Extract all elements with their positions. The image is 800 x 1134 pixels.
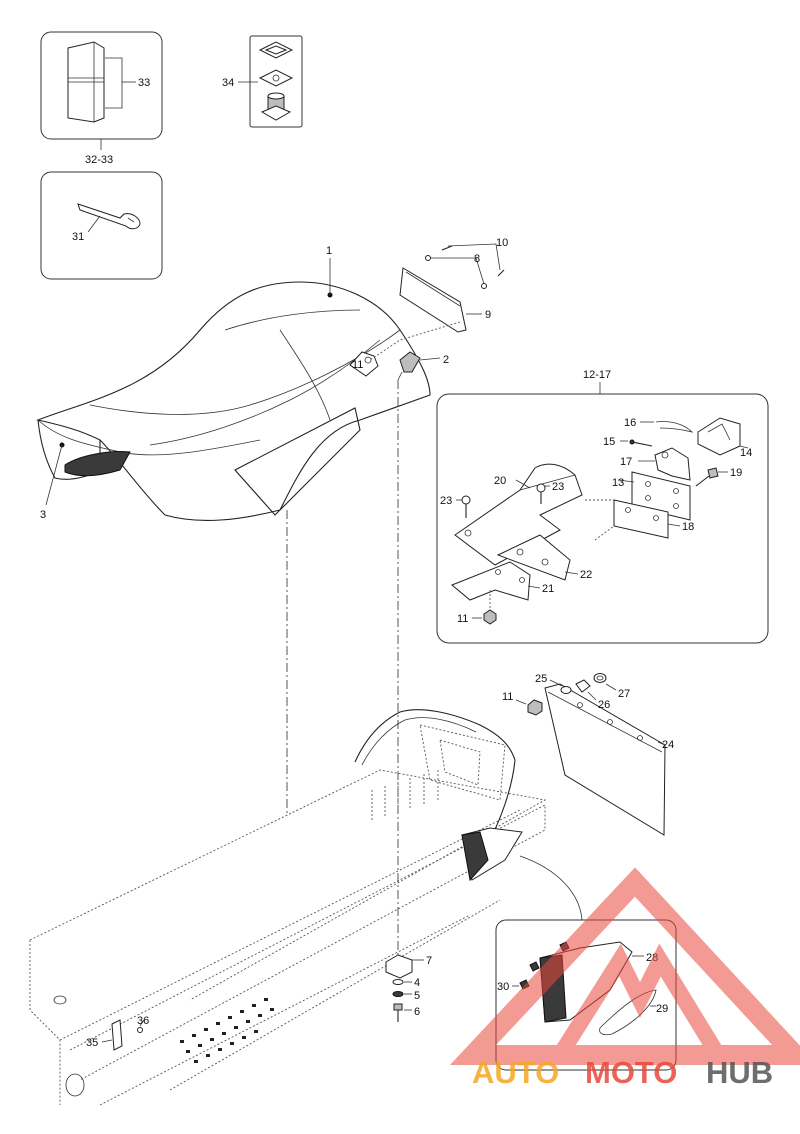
label-16: 16 xyxy=(624,417,636,429)
part-11-nut-flap xyxy=(527,699,543,716)
part-27-ring xyxy=(593,673,607,683)
part-15-pin xyxy=(629,439,653,447)
part-33-cylinder xyxy=(67,41,105,123)
label-26: 26 xyxy=(598,699,610,711)
part-22-plate xyxy=(496,534,571,581)
part-2-knob xyxy=(397,351,421,381)
watermark-triangle-icon xyxy=(449,867,800,1065)
label-4: 4 xyxy=(414,977,420,989)
label-11-seat: 11 xyxy=(352,359,363,371)
part-10-screws xyxy=(425,245,505,289)
part-35-clip xyxy=(111,1019,123,1051)
logo-text-moto: MOTO xyxy=(585,1055,677,1090)
part-9-backrest-pad xyxy=(399,267,467,333)
chassis-tunnel xyxy=(29,709,547,1106)
part-7-bracket xyxy=(385,954,413,979)
inset-box-34: 34 xyxy=(222,35,303,128)
label-17: 17 xyxy=(620,456,632,468)
logo-text-auto: AUTO xyxy=(472,1055,559,1090)
part-4-washer xyxy=(392,979,404,985)
label-30: 30 xyxy=(497,981,509,993)
label-1: 1 xyxy=(326,245,332,257)
label-13: 13 xyxy=(612,477,624,489)
inset-box-31: 31 xyxy=(40,171,163,280)
label-23-right: 23 xyxy=(552,481,564,493)
part-16-clip xyxy=(655,421,694,433)
label-2: 2 xyxy=(443,354,449,366)
part-18-plate xyxy=(613,499,669,539)
label-25: 25 xyxy=(535,673,547,685)
label-7: 7 xyxy=(426,955,432,967)
label-29: 29 xyxy=(656,1003,668,1015)
label-27: 27 xyxy=(618,688,630,700)
label-24: 24 xyxy=(662,739,674,751)
tunnel-slots xyxy=(371,770,439,820)
part-11-latch xyxy=(349,351,379,377)
label-5: 5 xyxy=(414,990,420,1002)
group-label-32-33: 32-33 xyxy=(85,154,113,166)
automotohub-logo-text: AUTO MOTO HUB xyxy=(472,1055,773,1090)
label-15: 15 xyxy=(603,436,615,448)
part-19-bolt xyxy=(695,467,719,487)
inset-box-32-33: 33 32-33 xyxy=(40,31,163,166)
label-33: 33 xyxy=(138,77,150,89)
tunnel-perforations xyxy=(180,998,274,1063)
part-31-spanner-wrench xyxy=(77,203,141,230)
label-6: 6 xyxy=(414,1006,420,1018)
label-10: 10 xyxy=(496,237,508,249)
label-20: 20 xyxy=(494,475,506,487)
label-35: 35 xyxy=(86,1037,98,1049)
label-36: 36 xyxy=(137,1015,149,1027)
logo-text-hub: HUB xyxy=(706,1055,773,1090)
automotohub-watermark xyxy=(449,867,800,1065)
inset-box-12-17: 12-17 20 22 21 xyxy=(436,369,769,644)
part-36-rivet xyxy=(137,1027,143,1033)
part-6-bolt xyxy=(393,1003,403,1022)
label-11-flap: 11 xyxy=(502,691,513,703)
part-26-bolt xyxy=(575,679,591,693)
part-24-mud-flap xyxy=(544,683,666,836)
label-18: 18 xyxy=(682,521,694,533)
label-9: 9 xyxy=(485,309,491,321)
part-17-clamp xyxy=(654,447,691,481)
label-19: 19 xyxy=(730,467,742,479)
part-29-lens-gasket xyxy=(599,989,657,1036)
part-25-washer xyxy=(560,686,572,694)
label-23-left: 23 xyxy=(440,495,452,507)
label-14: 14 xyxy=(740,447,752,459)
label-3: 3 xyxy=(40,509,46,521)
label-34: 34 xyxy=(222,77,234,89)
label-31: 31 xyxy=(72,231,84,243)
group-label-12-17: 12-17 xyxy=(583,369,611,381)
part-5-lockwasher xyxy=(392,991,404,997)
label-22: 22 xyxy=(580,569,592,581)
label-21: 21 xyxy=(542,583,554,595)
part-11-nut xyxy=(483,609,497,625)
label-8: 8 xyxy=(474,253,480,265)
part-21-bracket xyxy=(451,561,531,601)
label-11-box: 11 xyxy=(457,613,468,625)
part-14-cap xyxy=(697,417,741,456)
seat-assembly xyxy=(36,281,431,521)
